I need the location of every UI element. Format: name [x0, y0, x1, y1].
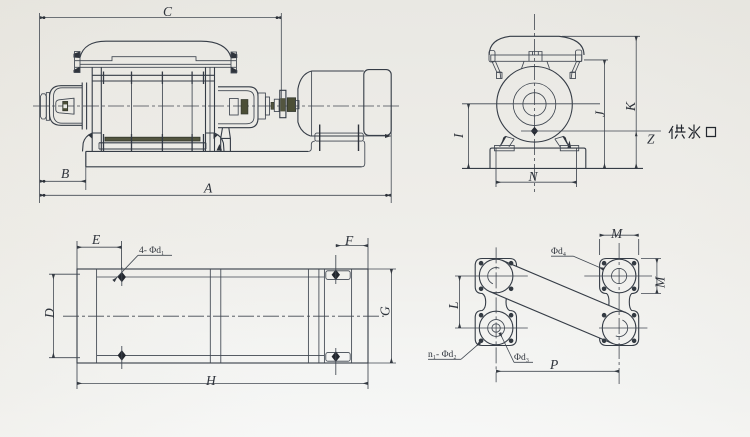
svg-text:J: J	[592, 110, 607, 117]
svg-text:M: M	[652, 276, 667, 289]
svg-text:M: M	[610, 226, 623, 241]
svg-text:n₁- Φd₂: n₁- Φd₂	[428, 350, 457, 360]
svg-text:B: B	[61, 166, 69, 181]
svg-text:N: N	[528, 169, 539, 184]
svg-text:Z: Z	[647, 132, 655, 147]
svg-text:P: P	[549, 357, 558, 372]
svg-text:H: H	[205, 373, 217, 388]
svg-text:E: E	[91, 232, 101, 247]
svg-text:Φd₃: Φd₃	[514, 353, 529, 363]
svg-text:4- Φd₁: 4- Φd₁	[139, 246, 164, 256]
svg-text:C: C	[163, 4, 173, 19]
svg-text:K: K	[623, 101, 638, 112]
svg-text:L: L	[446, 301, 461, 310]
svg-text:Φd₄: Φd₄	[551, 247, 566, 257]
svg-text:D: D	[42, 308, 57, 319]
svg-text:I: I	[451, 132, 466, 139]
svg-text:F: F	[344, 233, 354, 248]
svg-text:G: G	[378, 306, 393, 316]
svg-text:A: A	[203, 181, 213, 196]
